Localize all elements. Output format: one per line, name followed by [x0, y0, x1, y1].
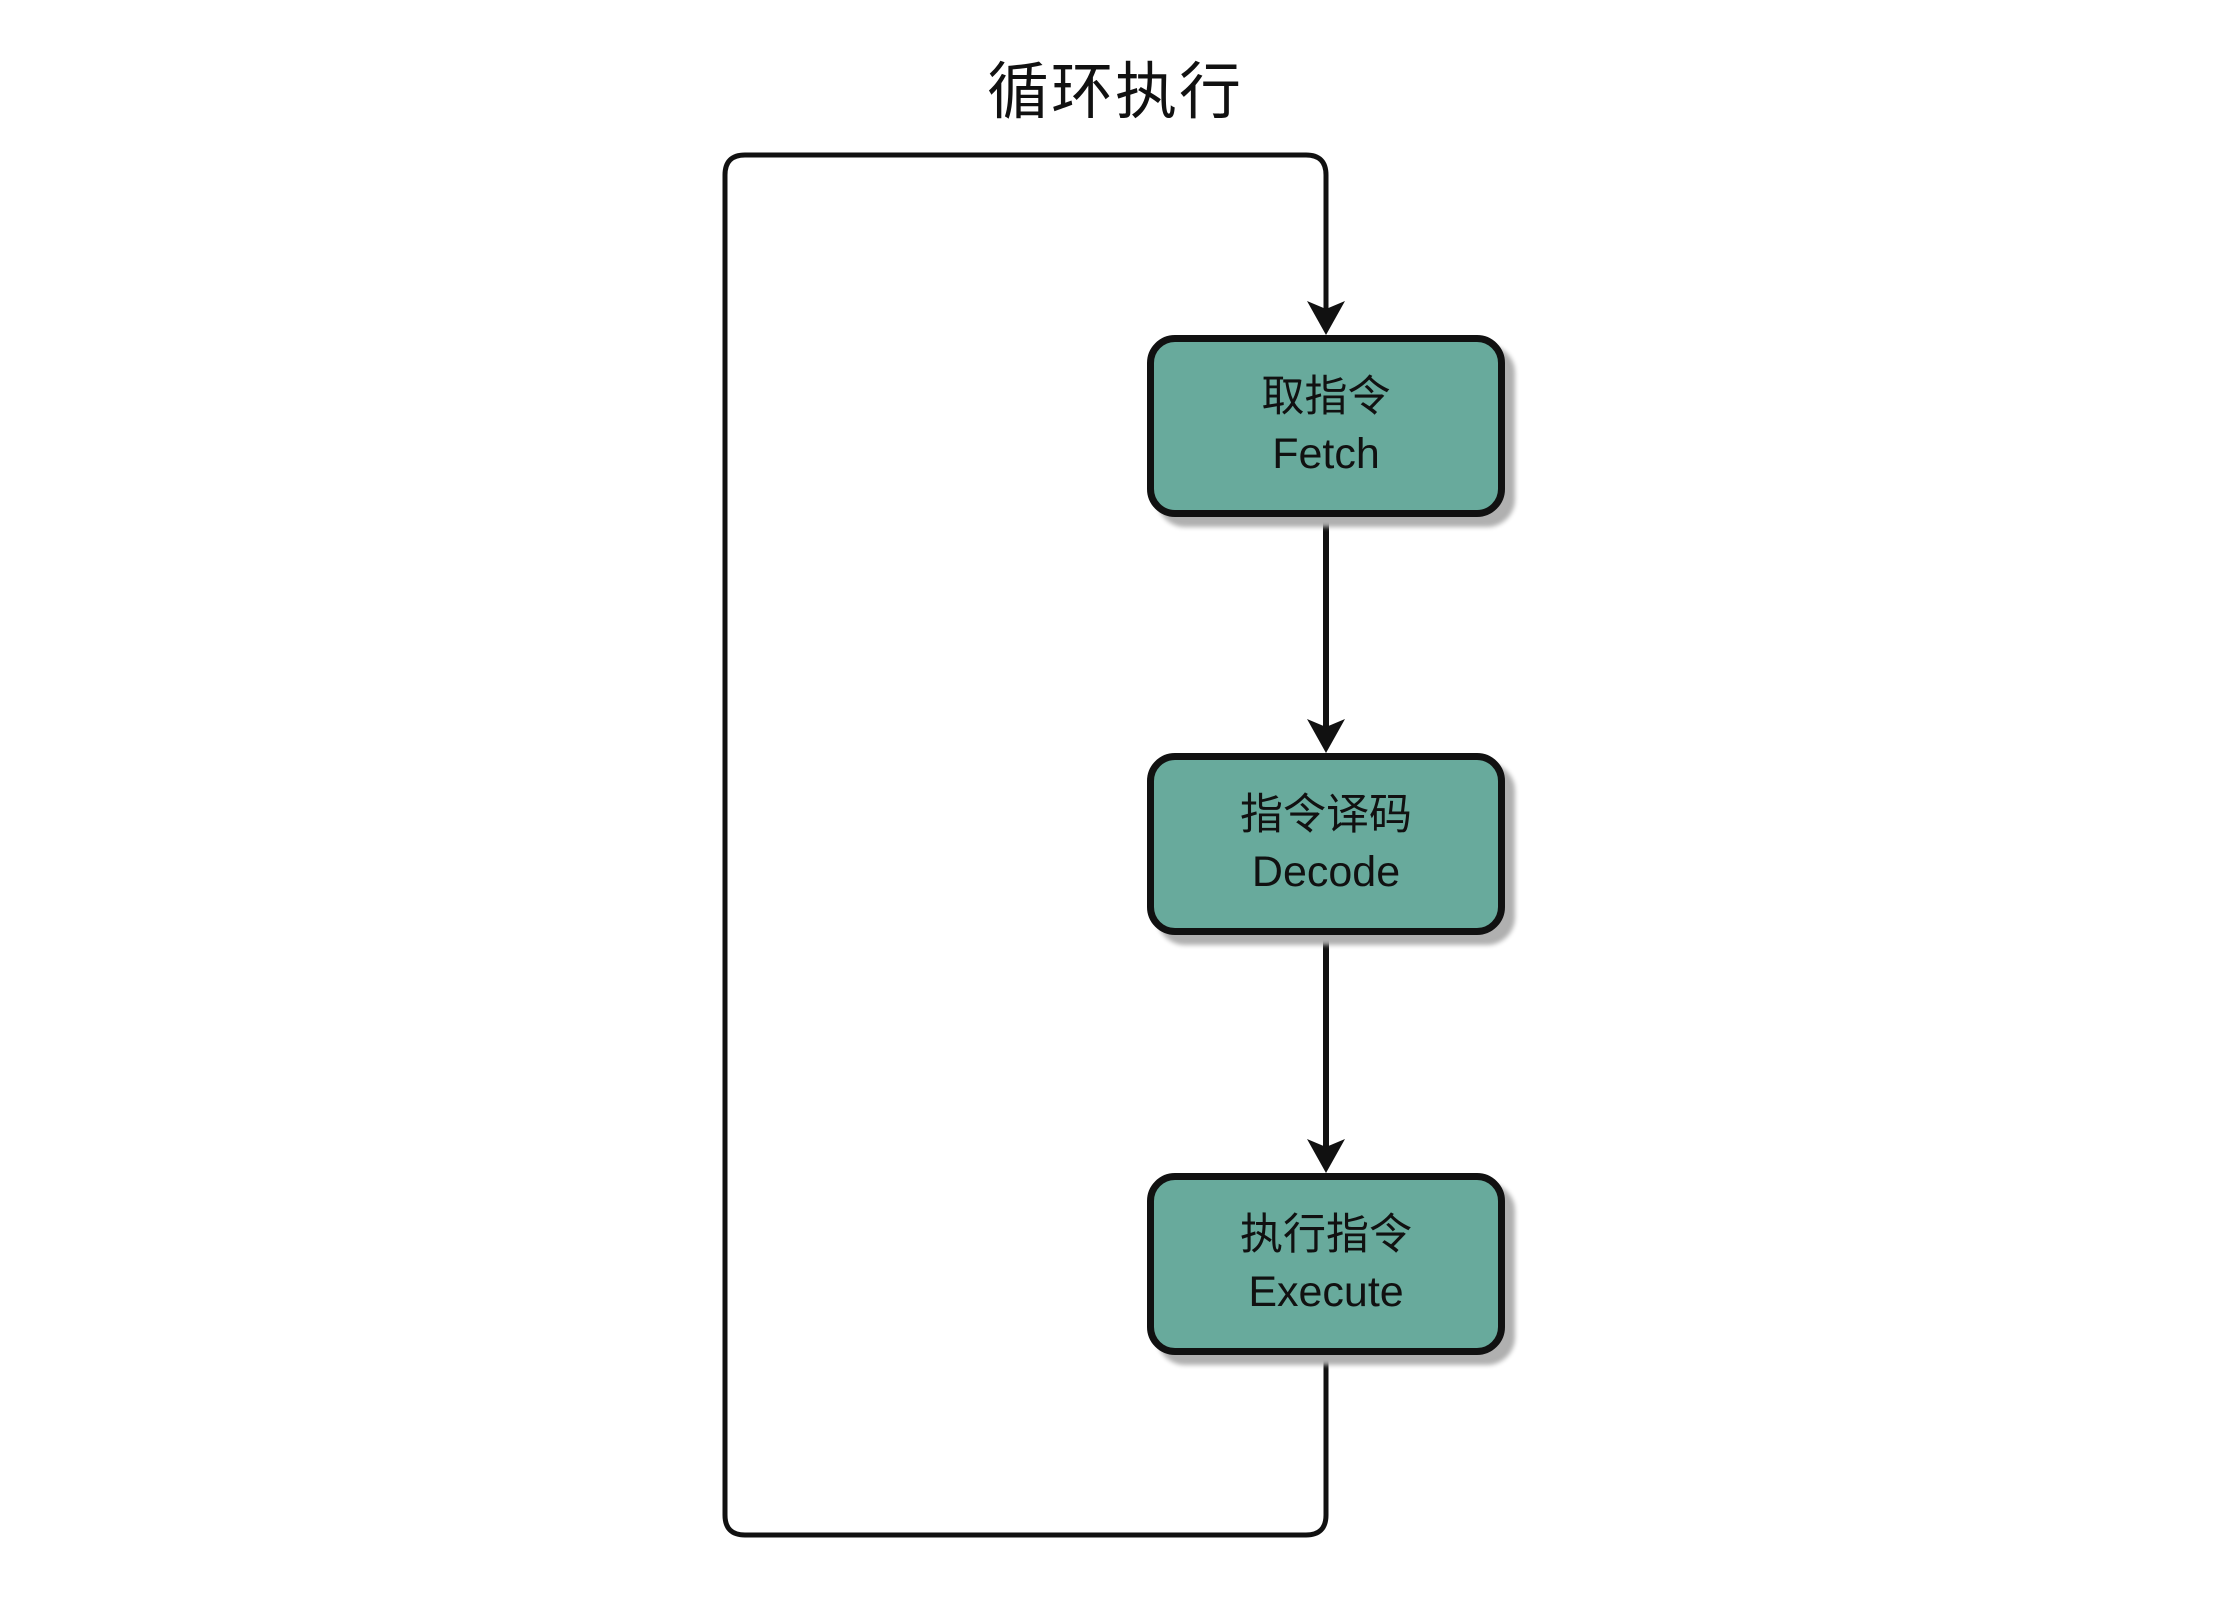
node-decode: 指令译码 Decode — [1147, 753, 1505, 935]
loop-back-edge — [722, 152, 1329, 1538]
node-decode-label-en: Decode — [1251, 848, 1401, 896]
arrowhead-into-execute — [1307, 1139, 1345, 1173]
node-execute: 执行指令 Execute — [1147, 1173, 1505, 1355]
node-fetch-label-zh: 取指令 — [1261, 373, 1391, 421]
node-fetch: 取指令 Fetch — [1147, 335, 1505, 517]
arrowhead-into-decode — [1307, 719, 1345, 753]
node-fetch-label-en: Fetch — [1272, 430, 1380, 478]
node-execute-label-zh: 执行指令 — [1240, 1211, 1412, 1259]
node-execute-label-en: Execute — [1248, 1268, 1404, 1316]
node-decode-label-zh: 指令译码 — [1240, 791, 1412, 839]
arrowhead-into-fetch — [1307, 301, 1345, 335]
loop-title: 循环执行 — [986, 58, 1244, 127]
